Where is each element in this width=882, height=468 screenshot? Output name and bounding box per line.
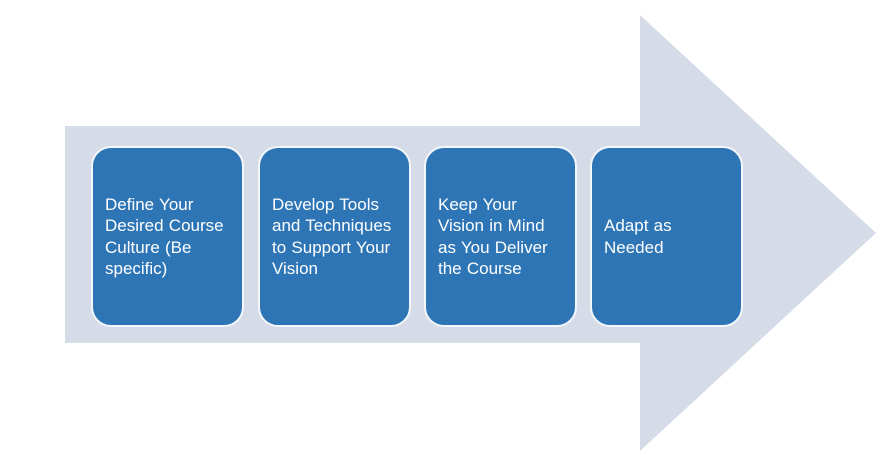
step-label: Define Your Desired Course Culture (Be s…	[105, 194, 224, 278]
step-label: Adapt as Needed	[604, 216, 672, 257]
step-box-adapt: Adapt as Needed	[590, 146, 743, 327]
step-label: Develop Tools and Techniques to Support …	[272, 194, 392, 278]
step-box-develop-tools: Develop Tools and Techniques to Support …	[258, 146, 411, 327]
step-box-keep-vision: Keep Your Vision in Mind as You Deliver …	[424, 146, 577, 327]
step-box-define-culture: Define Your Desired Course Culture (Be s…	[91, 146, 244, 327]
step-label: Keep Your Vision in Mind as You Deliver …	[438, 194, 548, 278]
